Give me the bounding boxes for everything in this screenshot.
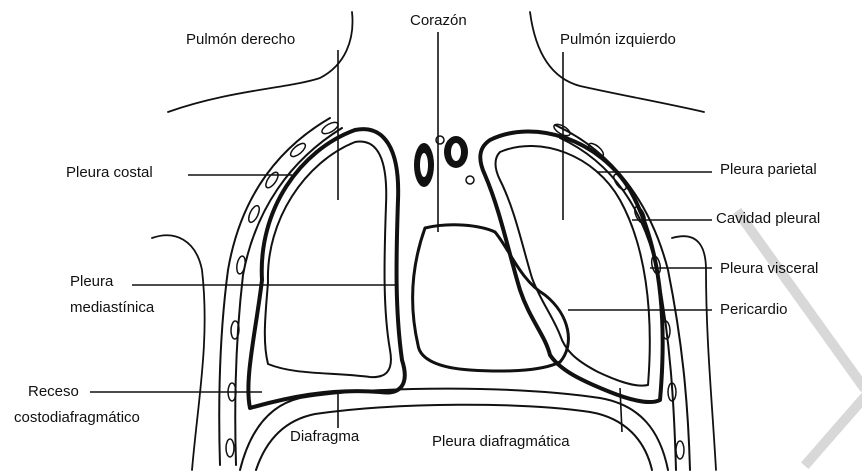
label-pericardio: Pericardio — [720, 301, 788, 319]
right-chest-wall-inner — [235, 128, 342, 465]
label-pleura-parietal: Pleura parietal — [720, 161, 817, 179]
label-pleura-visceral: Pleura visceral — [720, 260, 818, 278]
label-pulmon-derecho: Pulmón derecho — [186, 31, 295, 49]
watermark-mark — [740, 215, 862, 385]
leader-lines — [90, 32, 712, 432]
right-arm-outline — [152, 235, 205, 470]
label-cavidad-pleural: Cavidad pleural — [716, 210, 820, 228]
right-neck-outline — [168, 12, 353, 112]
heart-outline — [413, 225, 569, 371]
label-receso-2: costodiafragmático — [14, 409, 140, 427]
label-pleura-mediastinica-1: Pleura — [70, 273, 113, 291]
watermark-mark-lower — [808, 400, 862, 462]
label-pleura-mediastinica-2: mediastínica — [70, 299, 154, 317]
label-pulmon-izquierdo: Pulmón izquierdo — [560, 31, 676, 49]
label-corazon: Corazón — [410, 12, 467, 30]
label-diafragma: Diafragma — [290, 428, 359, 446]
label-receso-1: Receso — [28, 383, 79, 401]
right-visceral-pleura — [265, 142, 391, 378]
right-rib-sections — [226, 120, 340, 457]
left-neck-outline — [530, 12, 704, 112]
left-arm-outline — [672, 236, 716, 470]
label-pleura-costal: Pleura costal — [66, 164, 153, 182]
label-pleura-diafragmatica: Pleura diafragmática — [432, 433, 570, 451]
left-chest-wall-inner — [560, 138, 676, 470]
great-vessels — [414, 136, 474, 187]
